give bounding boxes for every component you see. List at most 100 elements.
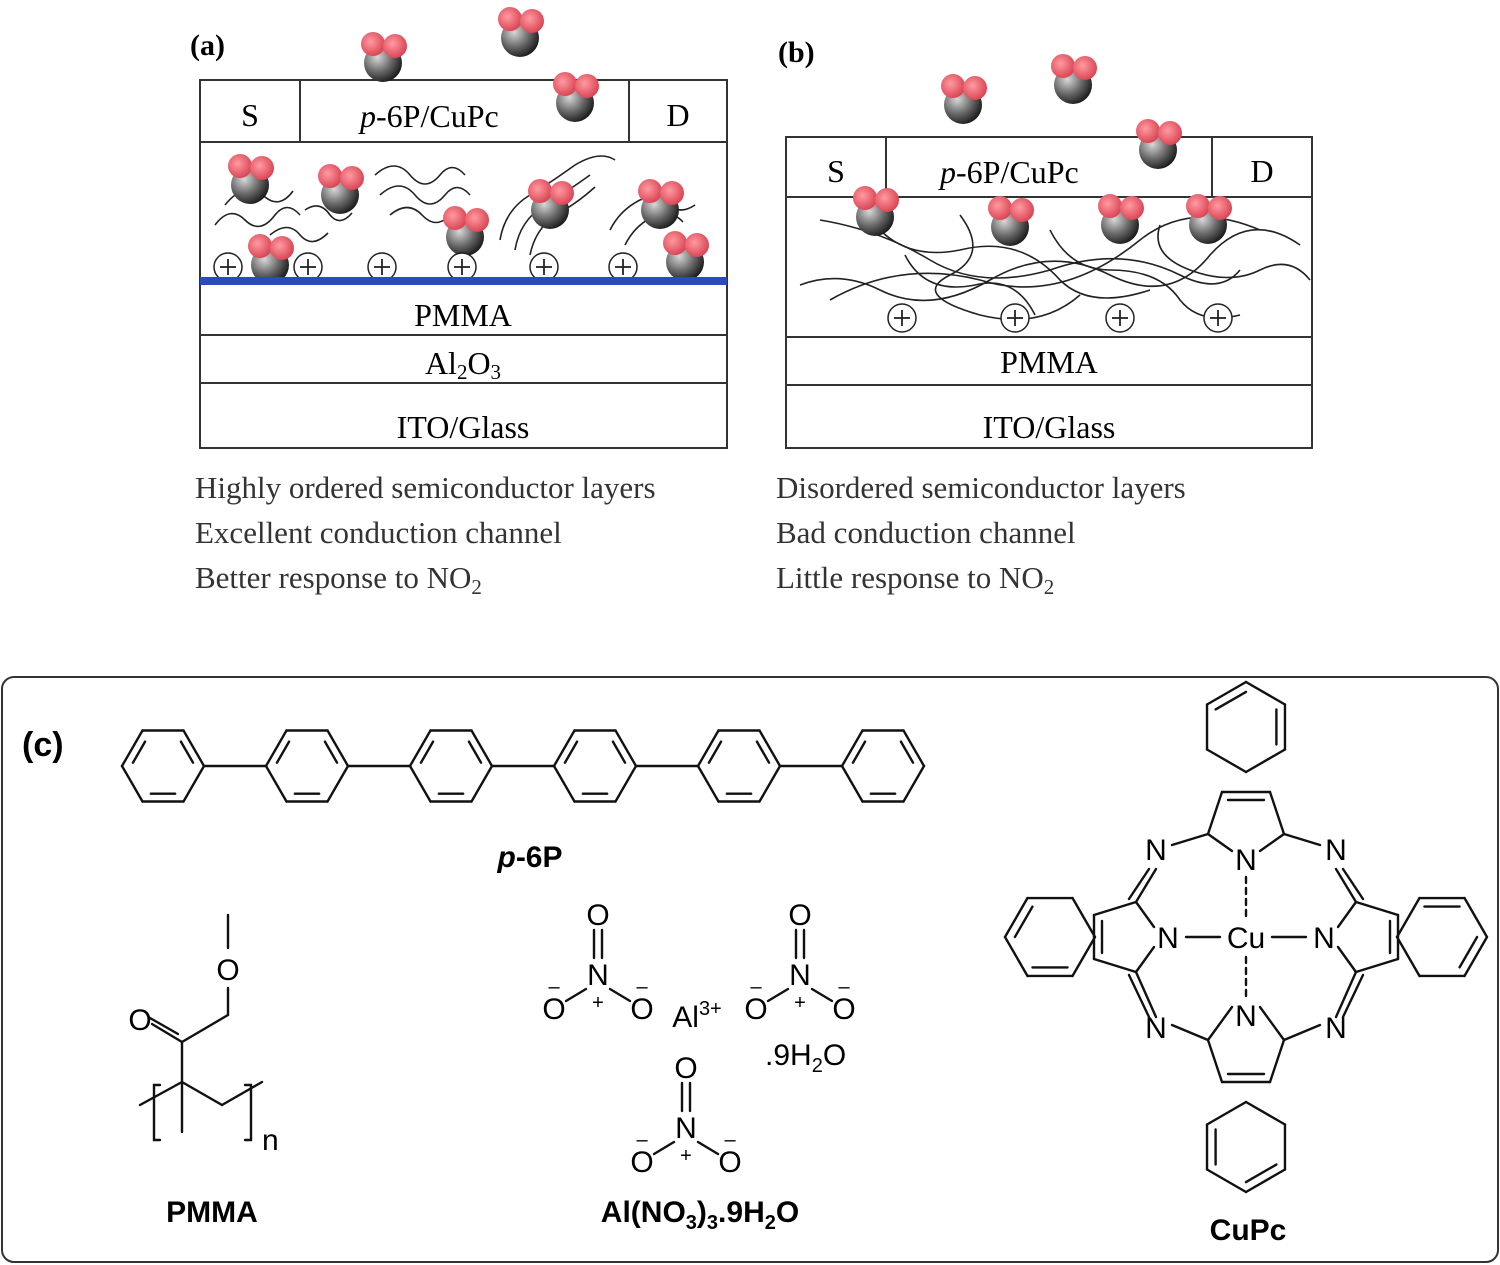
nitrate-oxygen-right: O — [630, 993, 653, 1026]
p6p-structure — [120, 729, 926, 803]
ring-double-bond — [563, 740, 579, 764]
bond — [1170, 1023, 1210, 1042]
nitrate-oxygen-right: O — [718, 1146, 741, 1179]
ring-bond — [552, 764, 576, 803]
hydrate-water: .9H2O — [765, 1039, 846, 1077]
ring-bond — [840, 729, 864, 768]
bond — [1336, 900, 1358, 929]
ring-bond — [552, 729, 576, 768]
cupc-benzo-double-bond — [1214, 690, 1248, 711]
cupc-label: CuPc — [1210, 1214, 1287, 1247]
cupc-benzo-bond — [1244, 1168, 1287, 1194]
panel-a-desc-1: Highly ordered semiconductor layers — [195, 470, 656, 505]
p6p-benzene-ring — [840, 729, 926, 803]
ring-double-bond — [467, 740, 483, 764]
panel-a-semiconductor-label: p-6P/CuPc — [358, 98, 499, 134]
nitrate-bond — [696, 1140, 720, 1156]
ring-bond — [264, 764, 288, 803]
nitrate-oxygen-right: O — [832, 993, 855, 1026]
panel-a-desc-3: Better response to NO2 — [195, 560, 482, 599]
cupc-benzo-bond — [1205, 748, 1248, 774]
p6p-label: p-6P — [496, 841, 562, 874]
ring-bond — [758, 764, 782, 803]
ring-bond — [408, 764, 432, 803]
bond — [1206, 1005, 1234, 1042]
panel-a-desc-2: Excellent conduction channel — [195, 515, 562, 550]
ring-bond — [120, 764, 144, 803]
cupc-benzo-bond — [1071, 935, 1097, 978]
cupc-benzo-bond — [1395, 896, 1421, 939]
panel-b-label: (b) — [778, 36, 815, 69]
panel-a-pmma-label: PMMA — [414, 297, 512, 333]
ring-double-bond — [275, 740, 291, 764]
nitrate-minus-charge: – — [548, 976, 560, 998]
panel-a-source-electrode — [199, 79, 301, 143]
nitrate-oxygen-left: O — [630, 1146, 653, 1179]
bond — [1268, 1038, 1286, 1084]
cupc-aza-nitrogen: N — [1325, 834, 1347, 867]
bond — [1170, 832, 1210, 847]
ring-double-bond — [611, 740, 627, 764]
bond — [1134, 900, 1156, 929]
ring-bond — [902, 764, 926, 803]
cupc-benzo-bond — [1463, 896, 1489, 939]
nitrate-oxygen-left: O — [744, 993, 767, 1026]
al-ion: Al3+ — [672, 998, 722, 1034]
panel-b-disordered-chains — [799, 214, 1311, 321]
cupc-benzo-bond — [1244, 1100, 1287, 1126]
panel-c-frame — [1, 676, 1499, 1263]
bond — [1127, 867, 1151, 901]
ring-bond — [182, 764, 206, 803]
bond — [1341, 867, 1365, 901]
bond — [1341, 973, 1365, 1019]
panel-b-drain-label: D — [1250, 153, 1273, 189]
bond — [1206, 790, 1224, 836]
ring-bond — [840, 764, 864, 803]
panel-a-drain-label: D — [666, 97, 689, 133]
ring-bond — [182, 729, 206, 768]
nitrate-bond — [564, 987, 588, 1003]
cupc-benzo-double-bond — [1244, 1163, 1278, 1184]
bond — [1258, 832, 1286, 853]
cupc-benzo-bond — [1003, 935, 1029, 978]
nitrate-bond — [810, 987, 834, 1003]
pmma-bracket-left — [152, 1083, 162, 1142]
ring-bond — [696, 764, 720, 803]
cupc-benzo-bond — [1395, 935, 1421, 978]
cupc-aza-nitrogen: N — [1325, 1012, 1347, 1045]
bond — [1282, 1023, 1322, 1042]
pmma-bracket-right — [243, 1083, 253, 1142]
ring-double-bond — [131, 740, 147, 764]
nitrate-nitrogen: N — [675, 1112, 697, 1145]
cupc-pyrrole-nitrogen: N — [1157, 922, 1179, 955]
ring-double-bond — [323, 740, 339, 764]
bond — [1134, 970, 1158, 1019]
cupc-benzo-double-bond — [1013, 905, 1034, 939]
cupc-benzo-bond — [1003, 896, 1029, 939]
ring-double-bond — [179, 740, 195, 764]
ring-bond — [614, 729, 638, 768]
nitrate-nitrogen: N — [789, 959, 811, 992]
ring-double-bond — [851, 740, 867, 764]
ring-bond — [614, 764, 638, 803]
ring-bond — [696, 729, 720, 768]
nitrate-plus-charge: + — [794, 992, 806, 1014]
ring-double-bond — [899, 740, 915, 764]
nitrate-oxygen-top: O — [788, 899, 811, 932]
ring-bond — [264, 729, 288, 768]
bond — [1134, 867, 1158, 904]
panel-b-desc-1: Disordered semiconductor layers — [776, 470, 1186, 505]
cupc-aza-nitrogen: N — [1145, 834, 1167, 867]
nitrate-oxygen-left: O — [542, 993, 565, 1026]
p6p-benzene-ring — [120, 729, 206, 803]
ring-bond — [120, 729, 144, 768]
panel-a-al2o3-label: Al2O3 — [425, 345, 501, 384]
p6p-benzene-ring — [264, 729, 350, 803]
nitrate-plus-charge: + — [592, 992, 604, 1014]
pmma-ether-oxygen: O — [216, 954, 239, 987]
bond — [1092, 900, 1138, 917]
panel-b-desc-2: Bad conduction channel — [776, 515, 1076, 550]
